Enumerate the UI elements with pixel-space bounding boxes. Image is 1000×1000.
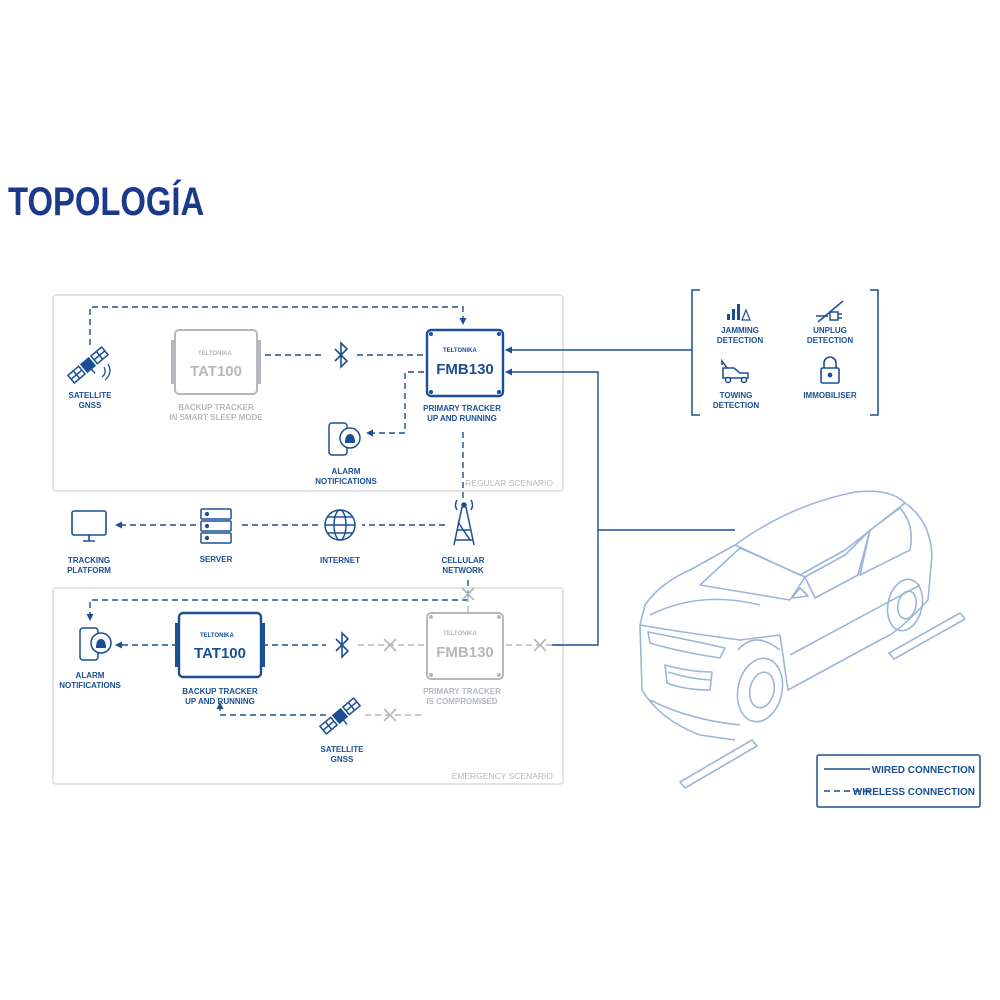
legend-box bbox=[816, 754, 981, 808]
legend-wireless-label: WIRELESS CONNECTION bbox=[853, 787, 975, 798]
satellite-signal-icon bbox=[101, 363, 111, 381]
internet-globe-icon bbox=[324, 509, 356, 541]
svg-text:TELTONIKA: TELTONIKA bbox=[443, 348, 477, 354]
svg-text:TAT100: TAT100 bbox=[190, 363, 242, 380]
regular-connections bbox=[89, 306, 467, 500]
legend-wired-label: WIRED CONNECTION bbox=[872, 765, 975, 776]
svg-text:FMB130: FMB130 bbox=[436, 361, 494, 378]
page-title: TOPOLOGÍA bbox=[8, 180, 205, 224]
svg-text:FMB130: FMB130 bbox=[436, 644, 494, 661]
regular-primary-tracker-device: TELTONIKA FMB130 bbox=[425, 328, 505, 398]
emergency-primary-tracker-device: TELTONIKA FMB130 bbox=[426, 612, 504, 680]
emergency-backup-tracker-device: TELTONIKA TAT100 bbox=[175, 611, 265, 679]
server-icon bbox=[200, 508, 232, 544]
regular-alarm-phone-icon bbox=[328, 422, 361, 456]
regular-scenario-label: REGULAR SCENARIO bbox=[465, 478, 553, 488]
immobiliser-label: IMMOBILISER bbox=[803, 391, 857, 400]
internet-label: INTERNET bbox=[320, 556, 360, 565]
padlock-icon bbox=[820, 356, 840, 384]
server-label: SERVER bbox=[200, 555, 233, 564]
emergency-connections bbox=[86, 580, 562, 716]
broken-link-marks bbox=[383, 587, 547, 722]
svg-text:TAT100: TAT100 bbox=[194, 645, 246, 662]
unplug-cable-icon bbox=[816, 300, 844, 323]
regular-backup-tracker-device: TELTONIKA TAT100 bbox=[171, 329, 261, 395]
regular-scenario-frame bbox=[52, 294, 564, 492]
tracking-platform-monitor-icon bbox=[71, 510, 107, 542]
satellite-icon bbox=[66, 345, 110, 385]
cellular-tower-icon bbox=[453, 499, 475, 546]
tow-truck-icon bbox=[721, 358, 749, 384]
wired-connections bbox=[505, 346, 735, 646]
svg-text:TELTONIKA: TELTONIKA bbox=[200, 633, 234, 639]
features-bracket-left bbox=[691, 289, 700, 416]
bluetooth-icon bbox=[334, 341, 349, 369]
emergency-alarm-phone-icon bbox=[79, 627, 112, 661]
emergency-bluetooth-icon bbox=[335, 631, 350, 659]
svg-text:TELTONIKA: TELTONIKA bbox=[443, 631, 477, 637]
features-bracket-right bbox=[870, 289, 879, 416]
emergency-scenario-label: EMERGENCY SCENARIO bbox=[452, 771, 554, 781]
jamming-signal-icon bbox=[727, 304, 751, 321]
svg-text:TELTONIKA: TELTONIKA bbox=[198, 351, 232, 357]
emergency-satellite-icon bbox=[318, 696, 362, 736]
emergency-scenario-frame bbox=[52, 587, 564, 785]
car-illustration bbox=[639, 490, 966, 789]
